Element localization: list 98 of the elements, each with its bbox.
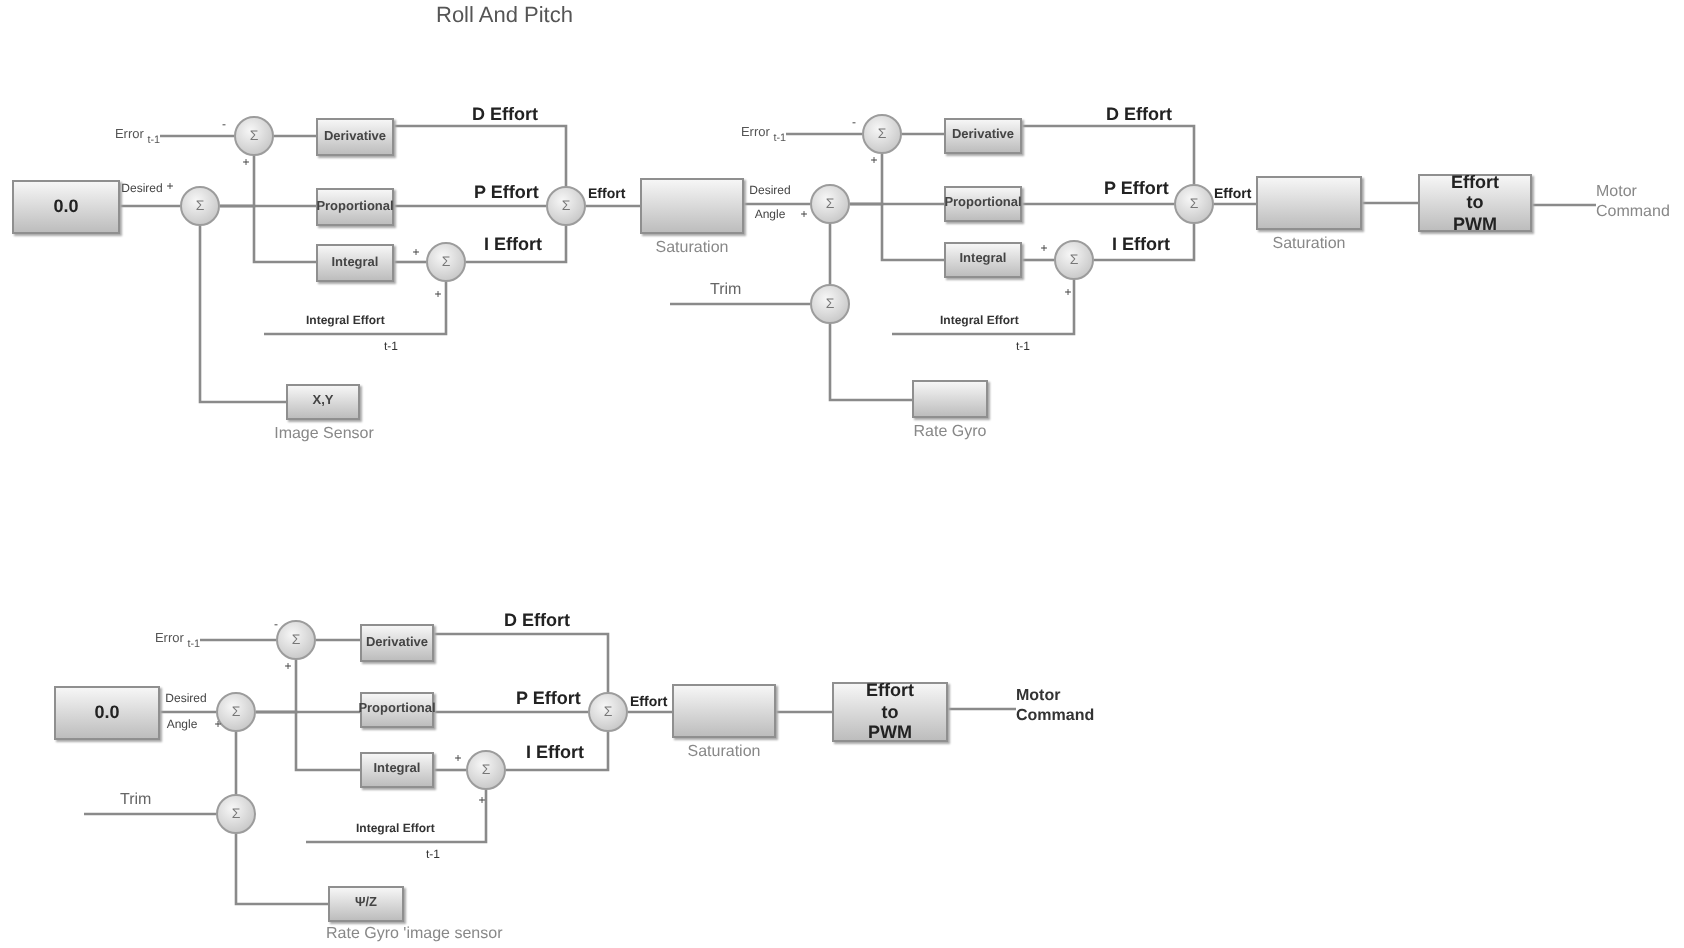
edge-label: D Effort <box>1106 104 1172 126</box>
signal-line <box>434 632 610 692</box>
signal-line <box>1214 202 1256 206</box>
signal-line <box>466 226 568 264</box>
signal-line <box>776 710 832 714</box>
signal-line <box>434 768 466 772</box>
edge-label: P Effort <box>516 688 581 710</box>
process-block <box>912 380 988 418</box>
process-block <box>640 178 744 234</box>
process-block <box>360 692 434 728</box>
signal-label: Motor Command <box>1016 686 1112 732</box>
signal-label: Trim <box>84 790 184 814</box>
signal-line <box>628 710 672 714</box>
signal-line <box>120 204 180 208</box>
process-block <box>54 686 160 740</box>
signal-line <box>264 282 448 336</box>
process-block <box>316 118 394 156</box>
signal-line <box>306 790 488 844</box>
edge-label: I Effort <box>484 234 542 256</box>
signal-line <box>394 260 426 264</box>
summing-junction <box>810 184 850 224</box>
summing-junction <box>1054 240 1094 280</box>
process-block <box>944 118 1022 154</box>
edge-label: P Effort <box>1104 178 1169 200</box>
signal-line <box>160 710 216 714</box>
block-caption: Saturation <box>685 742 763 760</box>
summing-junction <box>546 186 586 226</box>
signal-line <box>394 124 568 186</box>
signal-label: Motor Command <box>1596 182 1684 228</box>
summing-junction <box>180 186 220 226</box>
signal-line <box>220 204 316 264</box>
summing-junction <box>234 116 274 156</box>
process-block <box>944 186 1022 222</box>
block-caption: Rate Gyro <box>911 422 989 440</box>
signal-line <box>84 812 216 816</box>
edge-label: I Effort <box>1112 234 1170 256</box>
process-block <box>360 752 434 788</box>
summing-junction <box>1174 184 1214 224</box>
signal-line <box>274 134 316 138</box>
edge-label: D Effort <box>472 104 538 126</box>
block-caption: Saturation <box>1270 234 1348 252</box>
signal-line <box>198 226 286 404</box>
signal-line <box>1094 224 1196 262</box>
signal-line <box>1532 203 1596 207</box>
process-block <box>1418 174 1532 232</box>
edge-label: P Effort <box>474 182 539 204</box>
process-block <box>328 886 404 922</box>
signal-line <box>160 134 234 138</box>
signal-line <box>434 710 588 714</box>
process-block <box>944 242 1022 278</box>
signal-line <box>828 324 912 402</box>
signal-line <box>670 302 810 306</box>
summing-junction <box>588 692 628 732</box>
signal-line <box>744 202 810 206</box>
block-label: Effort to PWM <box>866 680 914 744</box>
process-block <box>360 624 434 662</box>
signal-line <box>1022 202 1174 206</box>
signal-label: Trim <box>670 280 770 304</box>
signal-line <box>506 732 610 772</box>
summing-junction <box>466 750 506 790</box>
signal-line <box>850 202 944 262</box>
block-label: 0.0 <box>94 703 120 723</box>
edge-label: D Effort <box>504 610 570 632</box>
process-block <box>832 682 948 742</box>
process-block <box>316 244 394 282</box>
signal-line <box>1362 201 1418 205</box>
summing-junction <box>810 284 850 324</box>
summing-junction <box>276 620 316 660</box>
summing-junction <box>862 114 902 154</box>
process-block <box>316 188 394 226</box>
signal-line <box>786 132 862 136</box>
process-block <box>286 384 360 420</box>
process-block <box>1256 176 1362 230</box>
process-block <box>12 180 120 234</box>
signal-line <box>256 710 360 772</box>
signal-line <box>892 280 1076 336</box>
edge-label: I Effort <box>526 742 584 764</box>
signal-line <box>1022 124 1196 184</box>
block-caption: Image Sensor <box>274 424 374 442</box>
signal-line <box>902 132 944 136</box>
signal-line <box>948 707 1016 711</box>
summing-junction <box>426 242 466 282</box>
block-caption: Rate Gyro 'image sensor <box>326 924 503 942</box>
signal-line <box>394 204 546 208</box>
summing-junction <box>216 692 256 732</box>
signal-line <box>200 638 276 642</box>
signal-line <box>828 224 832 284</box>
block-label: 0.0 <box>53 197 79 217</box>
block-label: Effort to PWM <box>1451 171 1499 235</box>
summing-junction <box>216 794 256 834</box>
signal-line <box>1022 258 1054 262</box>
block-caption: Saturation <box>653 238 731 256</box>
diagram-title: Roll And Pitch <box>436 4 573 28</box>
signal-line <box>586 204 640 208</box>
signal-line <box>234 732 238 794</box>
signal-line <box>316 638 360 642</box>
signal-line <box>234 834 328 906</box>
process-block <box>672 684 776 738</box>
